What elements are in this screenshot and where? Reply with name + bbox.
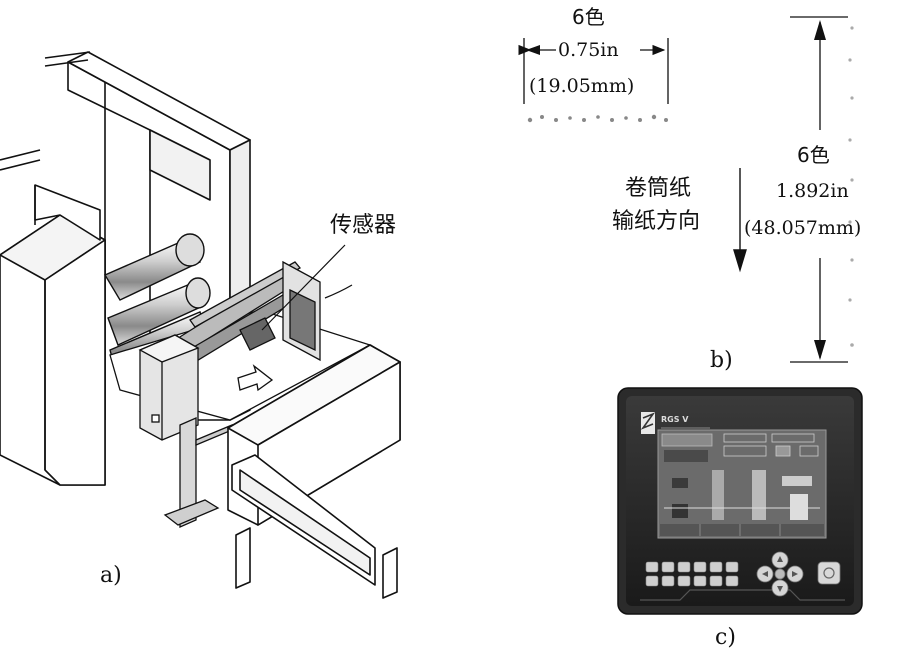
right-height-mm: (48.057mm) <box>744 217 861 239</box>
color-bar-dots-horizontal <box>527 114 668 123</box>
top-color-label: 6色 <box>572 5 605 29</box>
keypad <box>645 561 739 587</box>
control-panel-device: RGS V <box>617 387 863 615</box>
sensor-leader-line <box>261 244 346 331</box>
power-button-icon <box>817 561 841 585</box>
web-direction-line1: 卷筒纸 <box>625 176 691 201</box>
arrow-pad <box>756 551 804 597</box>
top-width-mm: (19.05mm) <box>529 75 634 97</box>
color-bar-dots-vertical <box>848 26 854 347</box>
caption-b: b) <box>710 348 733 373</box>
feed-direction-arrow <box>733 168 747 273</box>
sensor-traverse <box>138 260 353 528</box>
right-height-in: 1.892in <box>776 180 849 202</box>
right-height-dimension <box>790 16 848 363</box>
control-screen <box>657 429 827 539</box>
brand-text: RGS V <box>661 415 689 424</box>
web-direction-arrow-icon <box>237 364 274 392</box>
caption-c: c) <box>715 625 736 650</box>
right-color-label: 6色 <box>797 143 830 167</box>
sensor-label: 传感器 <box>330 213 396 238</box>
delivery-table <box>227 344 401 599</box>
web-direction-line2: 输纸方向 <box>612 209 700 234</box>
top-width-in: 0.75in <box>558 39 619 61</box>
top-width-dimension <box>518 38 669 104</box>
caption-a: a) <box>100 563 122 588</box>
